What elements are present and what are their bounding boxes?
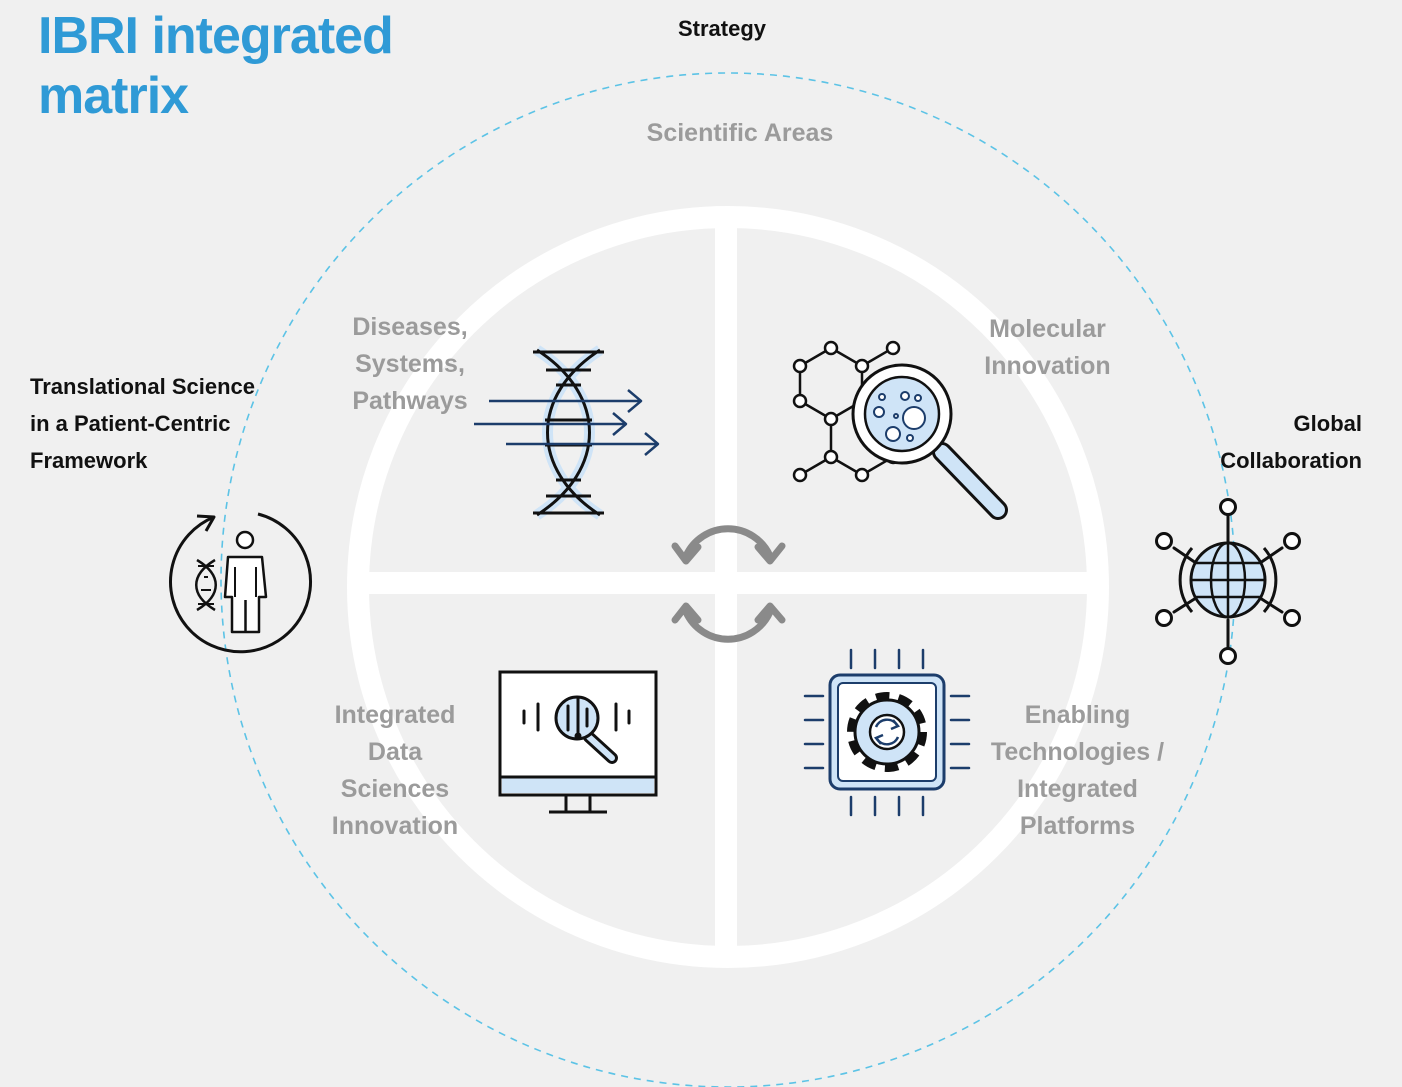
globe-network-icon: [1155, 498, 1301, 665]
global-line-1: Global: [1293, 411, 1362, 436]
global-collaboration-label: Global Collaboration: [1160, 405, 1362, 479]
diseases-line-3: Pathways: [352, 387, 468, 415]
enabling-line-3: Integrated: [1017, 775, 1138, 803]
translational-science-label: Translational Science in a Patient-Centr…: [30, 368, 310, 479]
title-line-2: matrix: [38, 67, 189, 125]
translational-line-3: Framework: [30, 448, 148, 473]
horizontal-divider: [360, 572, 1095, 594]
dna-helix-icon: [474, 345, 660, 520]
page-title: IBRI integrated matrix: [38, 6, 458, 126]
title-line-1: IBRI integrated: [38, 7, 394, 65]
diseases-line-2: Systems,: [355, 350, 465, 378]
enabling-line-2: Technologies /: [990, 738, 1165, 766]
patient-dna-cycle-icon: [169, 512, 312, 654]
cycle-arrows-icon: [671, 525, 786, 643]
data-sciences-line-3: Sciences: [340, 775, 450, 803]
enabling-line-4: Platforms: [1019, 812, 1136, 840]
molecular-line-1: Molecular: [989, 315, 1106, 343]
enabling-line-1: Enabling: [1024, 701, 1131, 729]
quadrant-data-sciences-label: Integrated Data Sciences Innovation: [305, 697, 485, 845]
data-sciences-line-1: Integrated: [334, 701, 456, 729]
data-sciences-line-2: Data: [367, 738, 423, 766]
chip-gear-icon: [803, 648, 971, 817]
data-monitor-icon: [498, 670, 658, 814]
scientific-areas-label: Scientific Areas: [590, 115, 890, 152]
strategy-text: Strategy: [677, 16, 767, 41]
strategy-label: Strategy: [622, 10, 822, 47]
diseases-line-1: Diseases,: [352, 313, 468, 341]
global-line-2: Collaboration: [1220, 448, 1362, 473]
quadrant-enabling-label: Enabling Technologies / Integrated Platf…: [980, 697, 1175, 845]
translational-line-1: Translational Science: [30, 374, 255, 399]
molecule-magnifier-icon: [792, 340, 1008, 520]
molecular-line-2: Innovation: [984, 352, 1111, 380]
quadrant-diseases-label: Diseases, Systems, Pathways: [320, 309, 500, 420]
quadrant-molecular-label: Molecular Innovation: [960, 311, 1135, 385]
scientific-areas-text: Scientific Areas: [646, 119, 834, 147]
translational-line-2: in a Patient-Centric: [30, 411, 231, 436]
data-sciences-line-4: Innovation: [331, 812, 459, 840]
